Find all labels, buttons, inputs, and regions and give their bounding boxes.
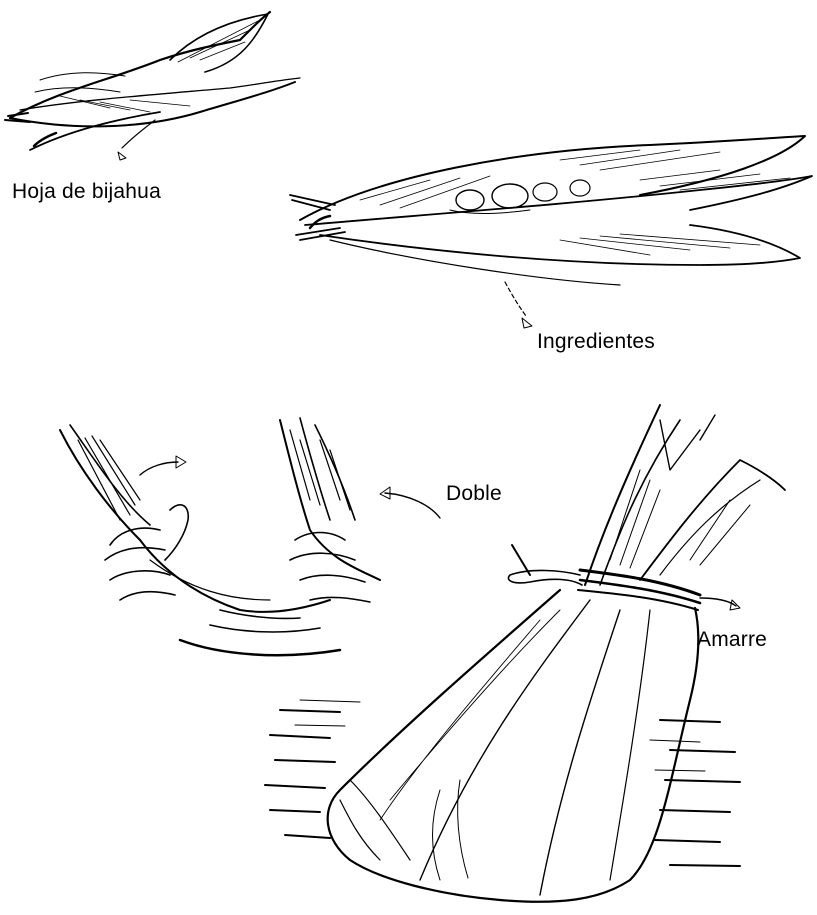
label-doble: Doble <box>446 482 502 506</box>
ingredients-leaf-drawing <box>290 136 812 328</box>
label-hoja-de-bijahua: Hoja de bijahua <box>12 180 161 204</box>
tied-bundle-drawing <box>265 405 785 902</box>
label-amarre: Amarre <box>697 628 767 652</box>
folding-hands-drawing <box>60 418 440 655</box>
label-ingredientes: Ingredientes <box>537 330 655 354</box>
bijahua-leaf-drawing <box>5 12 300 160</box>
